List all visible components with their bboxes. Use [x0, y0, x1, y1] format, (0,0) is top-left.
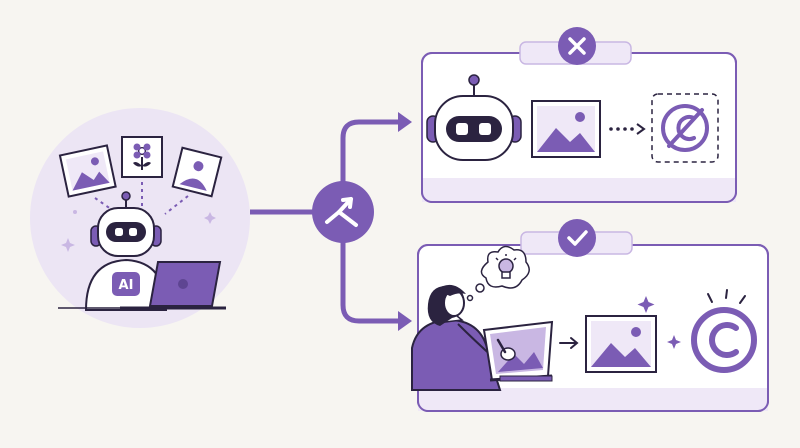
sparkle-icon [61, 210, 216, 252]
check-icon [567, 230, 588, 246]
split-node [312, 181, 374, 243]
approved-panel [411, 219, 769, 412]
arrow-right-icon [559, 337, 579, 349]
sparkle-icon [637, 296, 681, 349]
copyright-icon [691, 289, 757, 373]
portrait-image-icon [171, 146, 223, 198]
drawing-tablet [482, 320, 554, 382]
laptop [58, 261, 226, 310]
created-image-icon [585, 315, 657, 373]
split-icon [325, 197, 358, 227]
rejected-panel [421, 27, 737, 203]
human-artist [411, 284, 502, 391]
lightbulb-icon [495, 254, 517, 279]
ai-scene: AI [30, 108, 250, 328]
landscape-image-icon [58, 144, 117, 198]
ai-badge-label: AI [119, 278, 134, 293]
dotted-arrow-icon [609, 123, 646, 135]
ai-badge [112, 272, 140, 296]
generated-image-icon [531, 100, 601, 158]
close-icon [568, 37, 586, 55]
no-copyright-icon [651, 93, 719, 163]
ai-robot: AI [84, 191, 168, 311]
approve-badge [558, 219, 596, 257]
robot-head-icon [426, 74, 522, 161]
thought-bubble [466, 245, 530, 302]
branch-connector [250, 112, 412, 331]
flower-image-icon [121, 136, 163, 178]
